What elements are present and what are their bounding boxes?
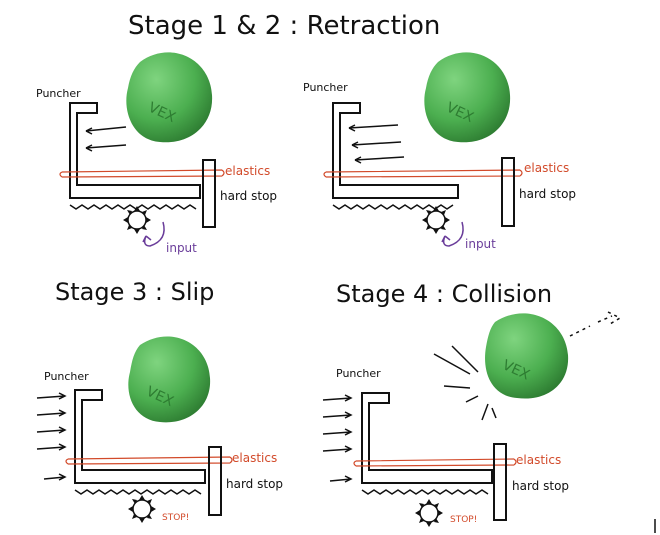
title-stage-1-2: Stage 1 & 2 : Retraction [128, 11, 440, 41]
ball [126, 52, 213, 143]
label-puncher: Puncher [44, 370, 89, 383]
elastic-band [65, 456, 233, 465]
label-input: input [465, 237, 496, 251]
puncher-body [361, 392, 493, 484]
hard-stop-block [501, 157, 515, 227]
push-arrows [36, 392, 67, 481]
label-input: input [166, 241, 197, 255]
panel-stage-3: VEX Puncher elastics hard stop STOP! [36, 336, 283, 523]
title-stage-3: Stage 3 : Slip [55, 278, 214, 306]
puncher-body [74, 389, 206, 484]
elastic-band [59, 169, 225, 178]
input-arrow [442, 221, 464, 247]
pinion-gear [422, 206, 450, 234]
label-hard-stop: hard stop [512, 479, 569, 493]
label-elastics: elastics [225, 164, 270, 178]
label-stop: STOP! [450, 515, 477, 525]
push-arrows [322, 394, 353, 483]
pinion-gear [123, 206, 151, 234]
panel-stage-4: VEX Puncher elastics hard stop STOP! [322, 311, 622, 527]
hard-stop-block [202, 159, 216, 228]
rack-teeth [361, 489, 489, 495]
ball [128, 336, 211, 423]
hard-stop-block [208, 446, 222, 516]
puncher-body [69, 102, 201, 199]
label-puncher: Puncher [303, 81, 348, 94]
pinion-gear [128, 495, 156, 523]
input-arrow [143, 221, 165, 247]
panel-stage-2: VEX Puncher elastics hard stop input [303, 52, 576, 251]
ball [485, 313, 569, 399]
elastic-band [323, 169, 523, 178]
rack-teeth [332, 204, 454, 210]
label-puncher: Puncher [336, 367, 381, 380]
label-elastics: elastics [524, 161, 569, 175]
label-hard-stop: hard stop [220, 189, 277, 203]
label-hard-stop: hard stop [519, 187, 576, 201]
puncher-body [332, 102, 459, 199]
label-elastics: elastics [516, 453, 561, 467]
panel-stage-1: VEX Puncher elastics hard stop input [36, 52, 277, 255]
pinion-gear [415, 499, 443, 527]
rack-teeth [69, 204, 197, 210]
impact-lines [433, 345, 497, 421]
label-elastics: elastics [232, 451, 277, 465]
motion-trail [569, 311, 622, 337]
elastic-band [353, 458, 517, 467]
label-puncher: Puncher [36, 87, 81, 100]
ball [424, 52, 511, 143]
hard-stop-block [493, 443, 507, 521]
label-stop: STOP! [162, 513, 189, 523]
label-hard-stop: hard stop [226, 477, 283, 491]
title-stage-4: Stage 4 : Collision [336, 280, 552, 308]
rack-teeth [74, 489, 202, 495]
